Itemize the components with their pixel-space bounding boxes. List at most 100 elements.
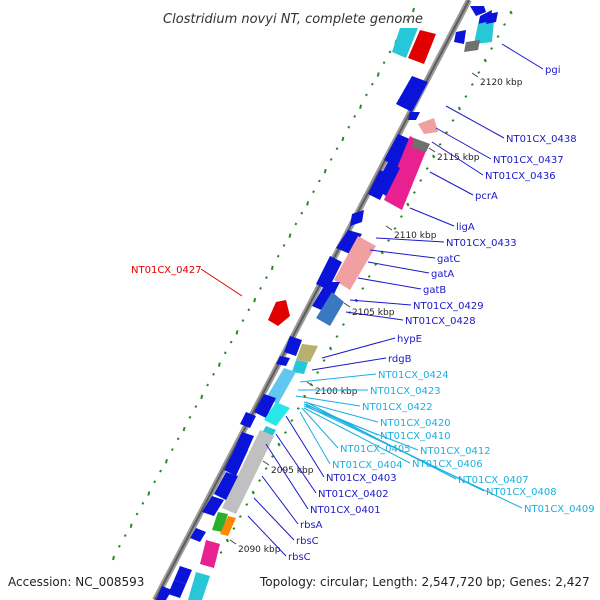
cds-feature[interactable] bbox=[384, 134, 412, 168]
cds-feature[interactable] bbox=[168, 580, 186, 598]
gene-label[interactable]: NT01CX_0412 bbox=[420, 446, 491, 457]
gc-dot bbox=[283, 431, 287, 434]
gc-dot bbox=[490, 47, 494, 50]
gene-label[interactable]: hypE bbox=[397, 334, 422, 345]
cds-feature[interactable] bbox=[220, 516, 236, 536]
label-callout-line bbox=[409, 207, 455, 227]
cds-feature[interactable] bbox=[396, 76, 428, 112]
label-callout-line bbox=[311, 357, 387, 371]
tick-mark bbox=[471, 72, 479, 78]
gene-label[interactable]: NT01CX_0407 bbox=[458, 475, 529, 486]
cds-feature[interactable] bbox=[202, 496, 224, 516]
cds-feature[interactable] bbox=[292, 360, 308, 374]
gene-label[interactable]: NT01CX_0409 bbox=[524, 504, 595, 515]
cds-feature[interactable] bbox=[474, 20, 494, 44]
cds-feature[interactable] bbox=[240, 412, 256, 428]
gc-dot bbox=[431, 154, 436, 159]
gene-label[interactable]: NT01CX_0405 bbox=[340, 444, 411, 455]
gc-dot bbox=[235, 330, 239, 335]
cds-feature[interactable] bbox=[222, 430, 274, 514]
gene-label[interactable]: NT01CX_0436 bbox=[485, 171, 556, 182]
gene-label[interactable]: NT01CX_0402 bbox=[318, 489, 389, 500]
gene-label[interactable]: NT01CX_0429 bbox=[413, 301, 484, 312]
gene-label[interactable]: NT01CX_0433 bbox=[446, 238, 517, 249]
label-callouts bbox=[200, 43, 544, 557]
gene-label[interactable]: NT01CX_0404 bbox=[332, 460, 403, 471]
tick-mark bbox=[428, 147, 436, 153]
cds-feature[interactable] bbox=[312, 286, 336, 312]
cds-feature[interactable] bbox=[190, 528, 206, 542]
gene-label[interactable]: NT01CX_0406 bbox=[412, 459, 483, 470]
cds-feature[interactable] bbox=[454, 30, 466, 44]
gc-dot bbox=[457, 106, 462, 111]
cds-feature[interactable] bbox=[408, 30, 436, 64]
gene-label[interactable]: NT01CX_0427 bbox=[131, 265, 202, 276]
cds-feature[interactable] bbox=[296, 344, 318, 362]
gene-label[interactable]: NT01CX_0437 bbox=[493, 155, 564, 166]
gene-label[interactable]: NT01CX_0403 bbox=[326, 473, 397, 484]
gene-label[interactable]: rbsC bbox=[288, 552, 311, 563]
cds-feature[interactable] bbox=[200, 540, 220, 568]
gc-dot bbox=[176, 437, 180, 441]
cds-feature[interactable] bbox=[412, 138, 430, 152]
cds-feature[interactable] bbox=[408, 112, 420, 120]
gene-label[interactable]: ligA bbox=[456, 222, 475, 233]
gc-dot bbox=[241, 319, 245, 323]
cds-feature[interactable] bbox=[214, 472, 238, 500]
cds-feature[interactable] bbox=[464, 40, 480, 52]
cds-feature[interactable] bbox=[224, 446, 248, 476]
gene-label[interactable]: NT01CX_0408 bbox=[486, 487, 557, 498]
cds-feature[interactable] bbox=[486, 12, 498, 24]
gene-label[interactable]: gatB bbox=[423, 285, 446, 296]
cds-feature[interactable] bbox=[470, 6, 486, 16]
cds-feature[interactable] bbox=[266, 368, 296, 404]
gene-label[interactable]: gatC bbox=[437, 254, 460, 265]
cds-feature[interactable] bbox=[268, 300, 290, 326]
gene-label[interactable]: NT01CX_0420 bbox=[380, 418, 451, 429]
gene-label[interactable]: rdgB bbox=[388, 354, 412, 365]
gene-label[interactable]: pcrA bbox=[475, 191, 498, 202]
cds-feature[interactable] bbox=[212, 512, 228, 532]
gc-dot bbox=[245, 503, 249, 506]
gene-label[interactable]: NT01CX_0401 bbox=[310, 505, 381, 516]
cds-feature[interactable] bbox=[264, 402, 290, 426]
gene-label[interactable]: NT01CX_0424 bbox=[378, 370, 449, 381]
kbp-tick-label: 2110 kbp bbox=[394, 231, 437, 241]
gc-dot bbox=[188, 415, 192, 419]
cds-feature[interactable] bbox=[350, 210, 364, 226]
gc-dot bbox=[300, 211, 304, 215]
gc-dot bbox=[365, 93, 368, 97]
kbp-tick-label: 2100 kbp bbox=[315, 387, 358, 397]
gc-dot bbox=[328, 346, 333, 351]
cds-feature[interactable] bbox=[284, 336, 302, 356]
gc-dot bbox=[335, 147, 339, 151]
cds-feature[interactable] bbox=[334, 236, 376, 290]
gc-dot bbox=[445, 131, 449, 134]
gene-label[interactable]: NT01CX_0410 bbox=[380, 431, 451, 442]
gene-label[interactable]: NT01CX_0428 bbox=[405, 316, 476, 327]
gc-dot bbox=[359, 104, 363, 109]
cds-feature[interactable] bbox=[384, 136, 428, 210]
gene-label[interactable]: pgi bbox=[545, 65, 560, 76]
cds-feature[interactable] bbox=[174, 566, 192, 584]
gc-dot bbox=[419, 179, 423, 182]
gene-label[interactable]: rbsA bbox=[300, 520, 323, 531]
gene-label[interactable]: NT01CX_0423 bbox=[370, 386, 441, 397]
cds-feature[interactable] bbox=[276, 356, 290, 366]
gc-dot bbox=[212, 372, 215, 376]
gene-label[interactable]: gatA bbox=[431, 269, 454, 280]
cds-feature[interactable] bbox=[368, 170, 392, 200]
cds-feature[interactable] bbox=[254, 394, 276, 418]
cds-feature[interactable] bbox=[156, 586, 172, 600]
cds-feature[interactable] bbox=[392, 28, 418, 58]
gene-label[interactable]: rbsC bbox=[296, 536, 319, 547]
cds-feature[interactable] bbox=[316, 292, 344, 326]
cds-feature[interactable] bbox=[188, 572, 210, 600]
gene-label[interactable]: NT01CX_0438 bbox=[506, 134, 577, 145]
cds-feature[interactable] bbox=[324, 282, 340, 290]
cds-feature[interactable] bbox=[418, 118, 438, 134]
gene-label[interactable]: NT01CX_0422 bbox=[362, 402, 433, 413]
cds-feature[interactable] bbox=[336, 230, 362, 254]
cds-feature[interactable] bbox=[316, 256, 342, 290]
